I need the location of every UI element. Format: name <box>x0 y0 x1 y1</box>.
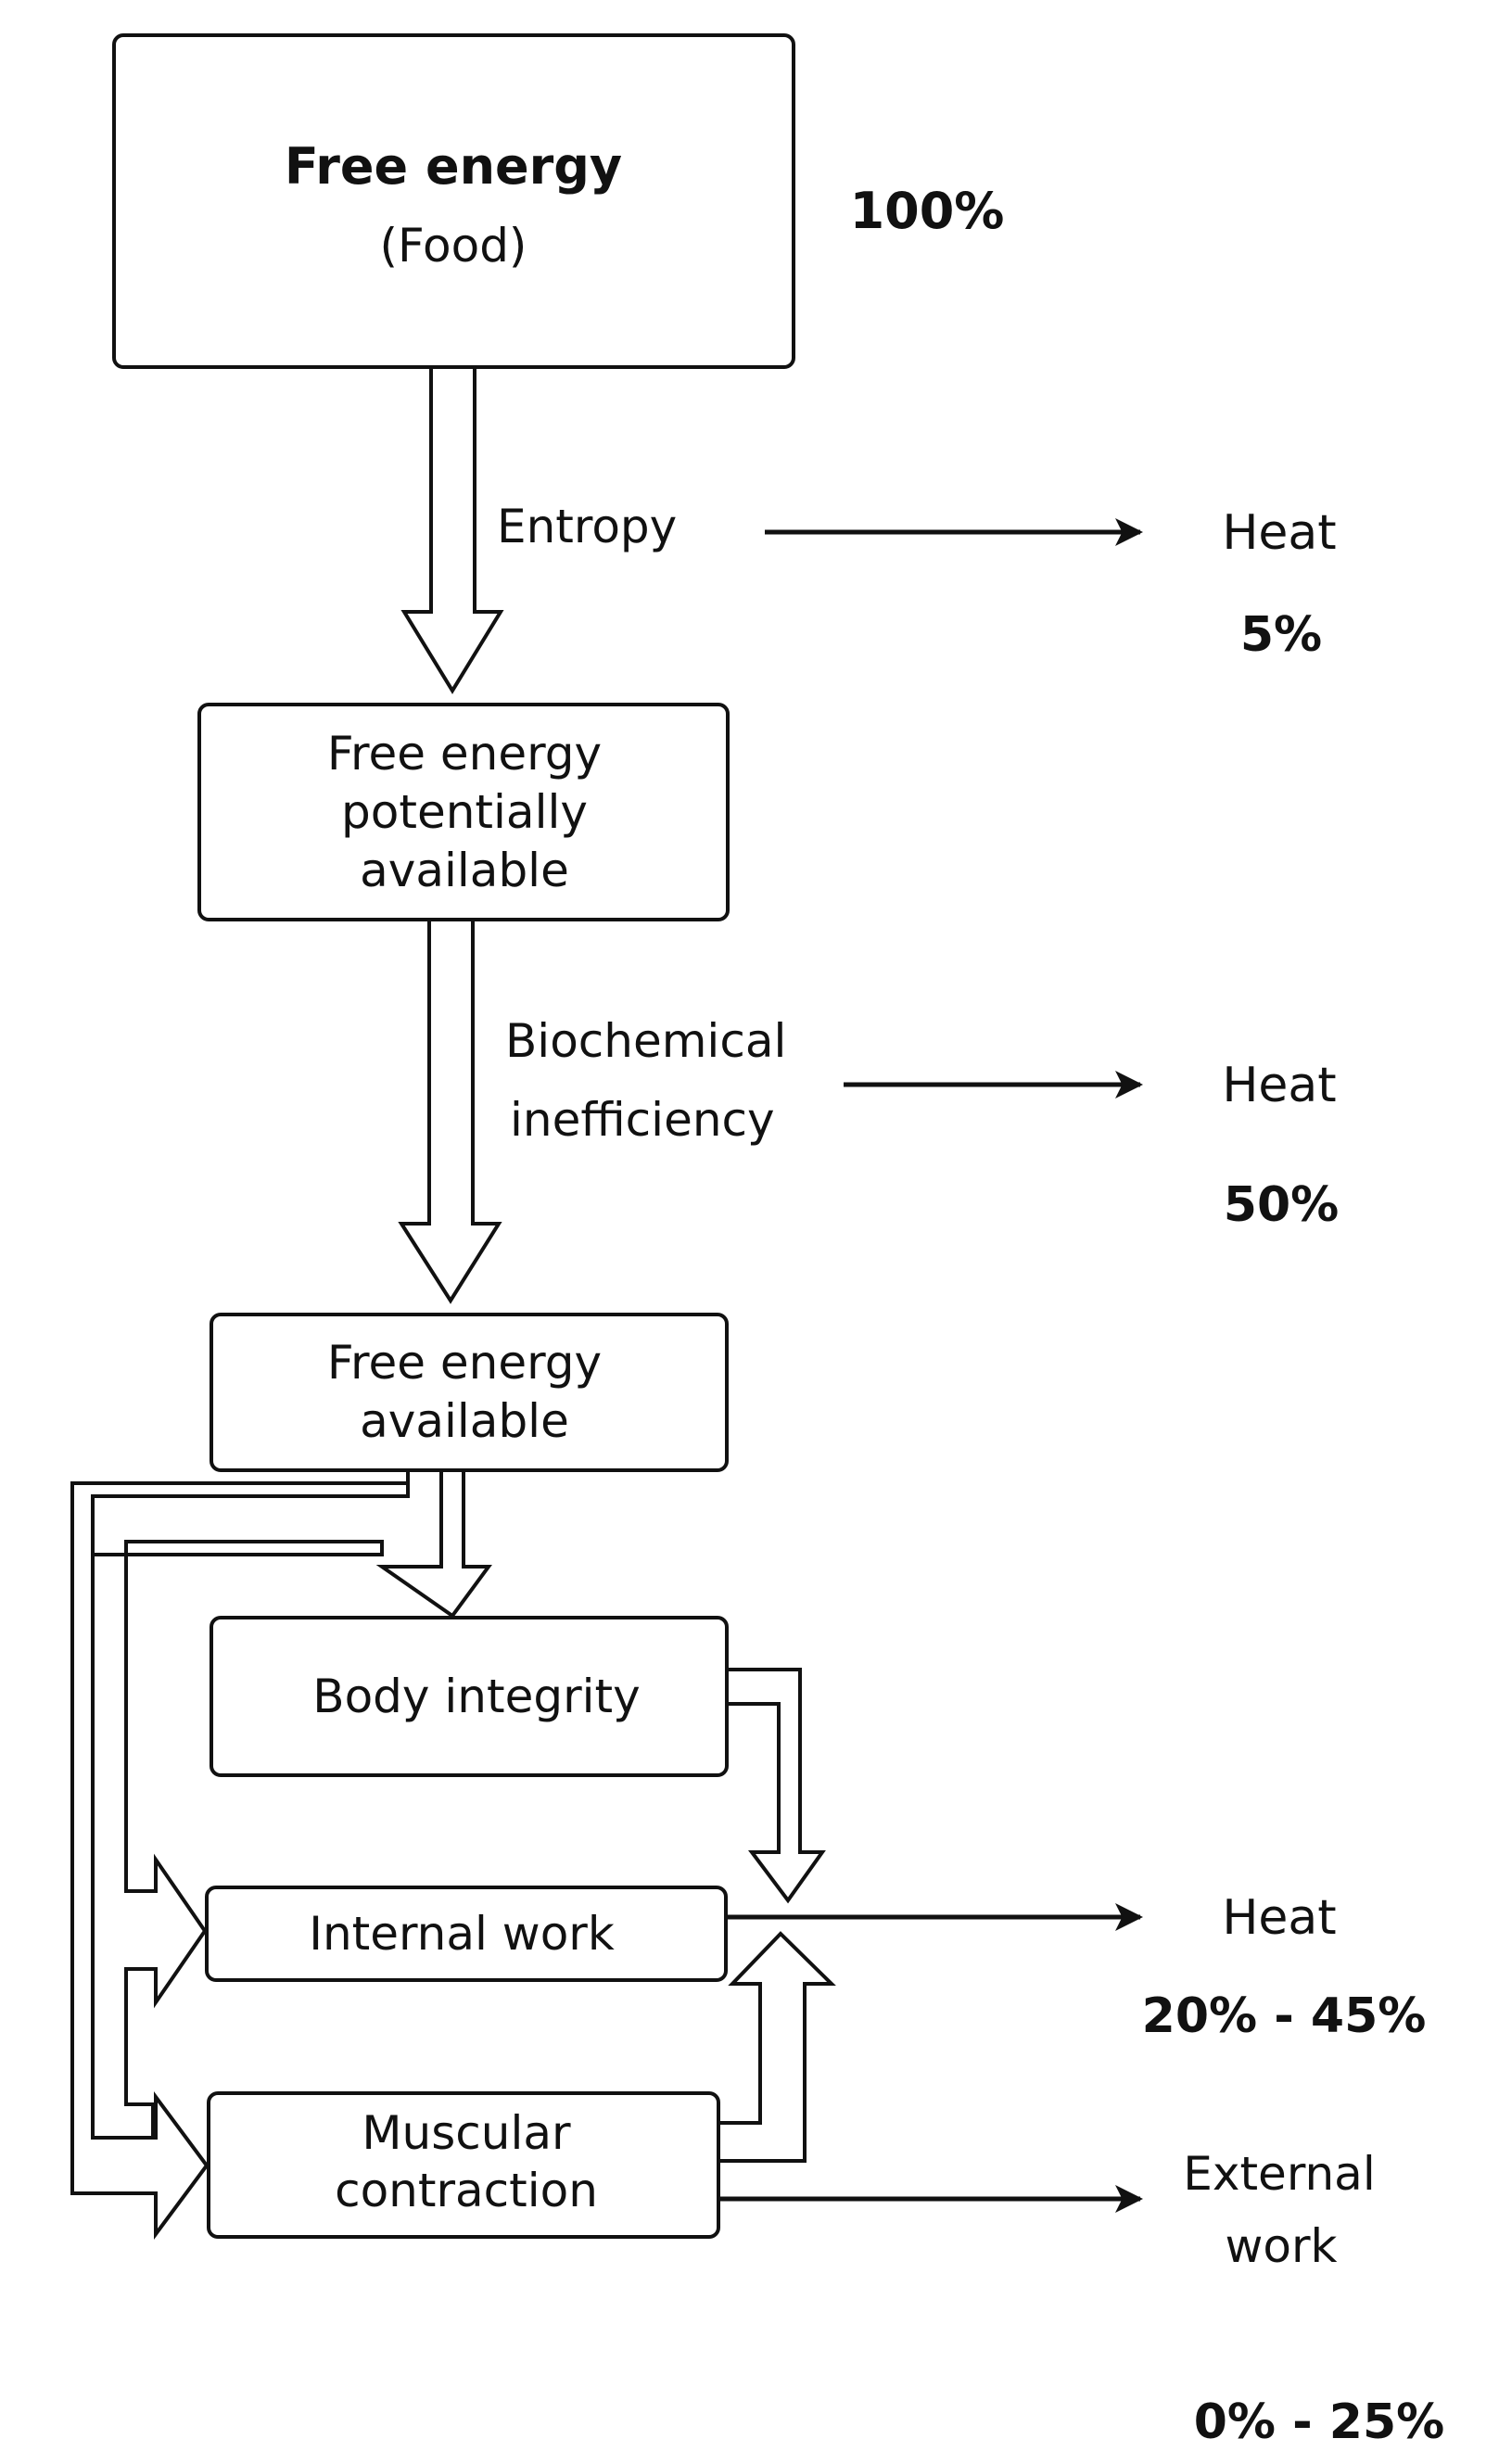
available-line1: Free energy <box>327 1336 602 1390</box>
entropy-flow-arrow <box>400 365 504 694</box>
body-integrity-heat-arrow <box>725 1668 826 1904</box>
heat-percentage-2: 50% <box>1224 1177 1339 1233</box>
food-box-subtitle: (Food) <box>380 219 527 273</box>
potentially-available-line3: available <box>360 844 569 897</box>
internal-work-label: Internal work <box>309 1907 615 1961</box>
muscular-line2: contraction <box>335 2164 598 2217</box>
available-box <box>210 1313 729 1472</box>
heat-label-2: Heat <box>1222 1058 1336 1113</box>
heat-percentage-1: 5% <box>1240 607 1322 663</box>
muscular-heat-arrow <box>717 1931 836 2163</box>
external-work-label-line1: External <box>1183 2147 1375 2201</box>
body-integrity-label: Body integrity <box>312 1670 640 1723</box>
biochemical-flow-arrow <box>398 918 502 1304</box>
body-integrity-feed-arrow <box>375 1468 492 1619</box>
biochemical-label-line1: Biochemical <box>505 1014 786 1068</box>
biochemical-label-line2: inefficiency <box>510 1093 775 1147</box>
available-line2: available <box>360 1394 569 1448</box>
internal-work-box <box>205 1886 728 1982</box>
heat-label-1: Heat <box>1222 505 1336 561</box>
external-work-label-line2: work <box>1226 2219 1338 2273</box>
input-percentage: 100% <box>850 182 1005 240</box>
internal-work-feed-arrow <box>91 1540 384 2140</box>
muscular-line1: Muscular <box>362 2106 571 2160</box>
potentially-available-line2: potentially <box>341 785 588 839</box>
food-box-title: Free energy <box>285 137 622 196</box>
entropy-label: Entropy <box>497 500 677 553</box>
heat-percentage-3: 20% - 45% <box>1142 1988 1427 2044</box>
muscular-feed-arrow <box>70 1470 410 2241</box>
potentially-available-line1: Free energy <box>327 727 602 781</box>
food-box <box>112 33 795 369</box>
external-work-percentage: 0% - 25% <box>1194 2394 1445 2450</box>
heat-label-3: Heat <box>1222 1890 1336 1946</box>
